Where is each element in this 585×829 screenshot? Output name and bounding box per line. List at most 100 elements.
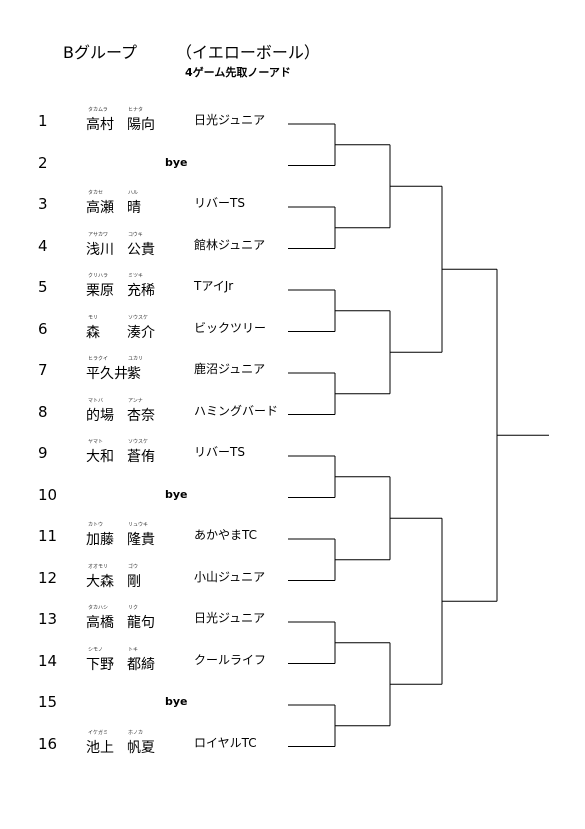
player-surname: 加藤: [86, 532, 114, 548]
club-name: あかやまTC: [194, 528, 258, 542]
given-name-furigana: リュウキ: [128, 522, 149, 528]
player-given-name: 公貴: [127, 241, 155, 258]
surname-furigana: モリ: [88, 314, 99, 321]
club-name: クールライフ: [194, 652, 267, 667]
seed-number: 6: [38, 319, 48, 338]
player-given-name: 湊介: [127, 324, 155, 341]
player-given-name: 龍句: [127, 615, 155, 631]
given-name-furigana: ゴウ: [128, 563, 139, 570]
player-surname: 栗原: [86, 283, 114, 299]
draw-entry-9: 9 ヤマト ソウスケ大和蒼侑 リバーTS: [0, 438, 585, 478]
given-name-furigana: ミツキ: [128, 273, 144, 279]
seed-number: 16: [38, 734, 58, 753]
club-name: ビックツリー: [194, 320, 267, 335]
draw-entry-4: 4 アサカワ コウキ浅川公貴 館林ジュニア: [0, 231, 585, 271]
seed-number: 9: [38, 444, 48, 462]
seed-number: 2: [38, 153, 48, 172]
player-given-name: 充稀: [127, 283, 155, 299]
club-name: TアイJr: [194, 279, 234, 293]
player-surname: 的場: [86, 407, 114, 424]
player-surname: 高瀬: [86, 200, 114, 216]
surname-furigana: タカハシ: [88, 605, 109, 611]
given-name-furigana: コウキ: [128, 231, 143, 238]
seed-number: 12: [38, 568, 58, 587]
player-surname: 浅川: [86, 241, 114, 258]
draw-entry-2: 2 bye: [0, 148, 585, 188]
ball-type-title: （イエローボール）: [176, 43, 320, 62]
draw-entry-1: 1 タカムラ ヒナタ高村陽向 日光ジュニア: [0, 106, 585, 146]
group-title: Bグループ: [63, 43, 138, 62]
player-given-name: 剛: [127, 573, 141, 590]
player-surname: 高橋: [86, 615, 114, 631]
club-name: 館林ジュニア: [194, 237, 266, 252]
player-given-name: 隆貴: [127, 532, 155, 548]
player-surname: 高村: [86, 117, 114, 133]
seed-number: 10: [38, 485, 58, 504]
surname-furigana: クリハラ: [88, 273, 109, 279]
seed-number: 1: [38, 112, 48, 130]
given-name-furigana: ハル: [128, 190, 139, 196]
player-surname: 森: [86, 324, 100, 341]
player-surname: 池上: [86, 739, 114, 756]
player-given-name: 陽向: [127, 117, 155, 133]
player-surname: 平久井: [86, 366, 128, 382]
draw-entry-6: 6 モリ ソウスケ森 湊介 ビックツリー: [0, 314, 585, 354]
club-name: ハミングバード: [194, 403, 279, 418]
seed-number: 4: [38, 236, 48, 255]
draw-entry-16: 16 イケガミ ホノカ池上帆夏 ロイヤルTC: [0, 729, 585, 769]
club-name: 日光ジュニア: [194, 113, 266, 127]
surname-furigana: シモノ: [88, 646, 104, 653]
given-name-furigana: アンナ: [128, 397, 143, 404]
player-given-name: 杏奈: [127, 407, 155, 424]
given-name-furigana: ホノカ: [128, 729, 144, 736]
seed-number: 15: [38, 693, 58, 711]
surname-furigana: アサカワ: [88, 231, 109, 238]
club-name: リバーTS: [194, 196, 245, 210]
draw-entry-5: 5 クリハラ ミツキ栗原充稀 TアイJr: [0, 272, 585, 312]
surname-furigana: オオモリ: [88, 563, 109, 570]
surname-furigana: タカムラ: [88, 107, 108, 113]
club-name: 日光ジュニア: [194, 611, 266, 625]
player-given-name: 蒼侑: [127, 449, 155, 465]
surname-furigana: カトウ: [88, 522, 104, 528]
seed-number: 11: [38, 527, 58, 545]
draw-entry-7: 7 ヒラクイ ユカリ平久井紫 鹿沼ジュニア: [0, 355, 585, 395]
club-name: 小山ジュニア: [194, 569, 266, 584]
draw-entry-3: 3 タカセ ハル高瀬晴 リバーTS: [0, 189, 585, 229]
player-surname: 下野: [86, 656, 114, 673]
surname-furigana: イケガミ: [88, 729, 109, 736]
club-name: 鹿沼ジュニア: [194, 362, 266, 376]
club-name: ロイヤルTC: [194, 735, 257, 750]
surname-furigana: ヤマト: [88, 439, 104, 445]
bye-label: bye: [165, 695, 188, 708]
player-given-name: 都綺: [127, 656, 155, 673]
given-name-furigana: トキ: [128, 646, 139, 653]
seed-number: 3: [38, 195, 48, 213]
draw-entry-11: 11 カトウ リュウキ加藤隆貴 あかやまTC: [0, 521, 585, 561]
surname-furigana: タカセ: [88, 190, 104, 196]
draw-entry-14: 14 シモノ トキ下野都綺 クールライフ: [0, 646, 585, 686]
club-name: リバーTS: [194, 445, 245, 459]
given-name-furigana: ソウスケ: [128, 439, 149, 445]
given-name-furigana: ユカリ: [128, 356, 144, 362]
given-name-furigana: ヒナタ: [128, 107, 144, 113]
surname-furigana: ヒラクイ: [88, 356, 109, 362]
player-given-name: 帆夏: [127, 739, 155, 756]
bye-label: bye: [165, 487, 188, 501]
draw-entry-10: 10 bye: [0, 480, 585, 520]
seed-number: 14: [38, 651, 58, 670]
player-given-name: 晴: [127, 200, 141, 216]
seed-number: 5: [38, 278, 48, 296]
player-given-name: 紫: [127, 366, 141, 382]
bye-label: bye: [165, 155, 188, 169]
given-name-furigana: ソウスケ: [128, 314, 149, 321]
seed-number: 13: [38, 610, 58, 628]
match-format: 4ゲーム先取ノーアド: [185, 66, 291, 79]
player-surname: 大和: [86, 449, 114, 465]
seed-number: 8: [38, 402, 48, 421]
seed-number: 7: [38, 361, 48, 379]
